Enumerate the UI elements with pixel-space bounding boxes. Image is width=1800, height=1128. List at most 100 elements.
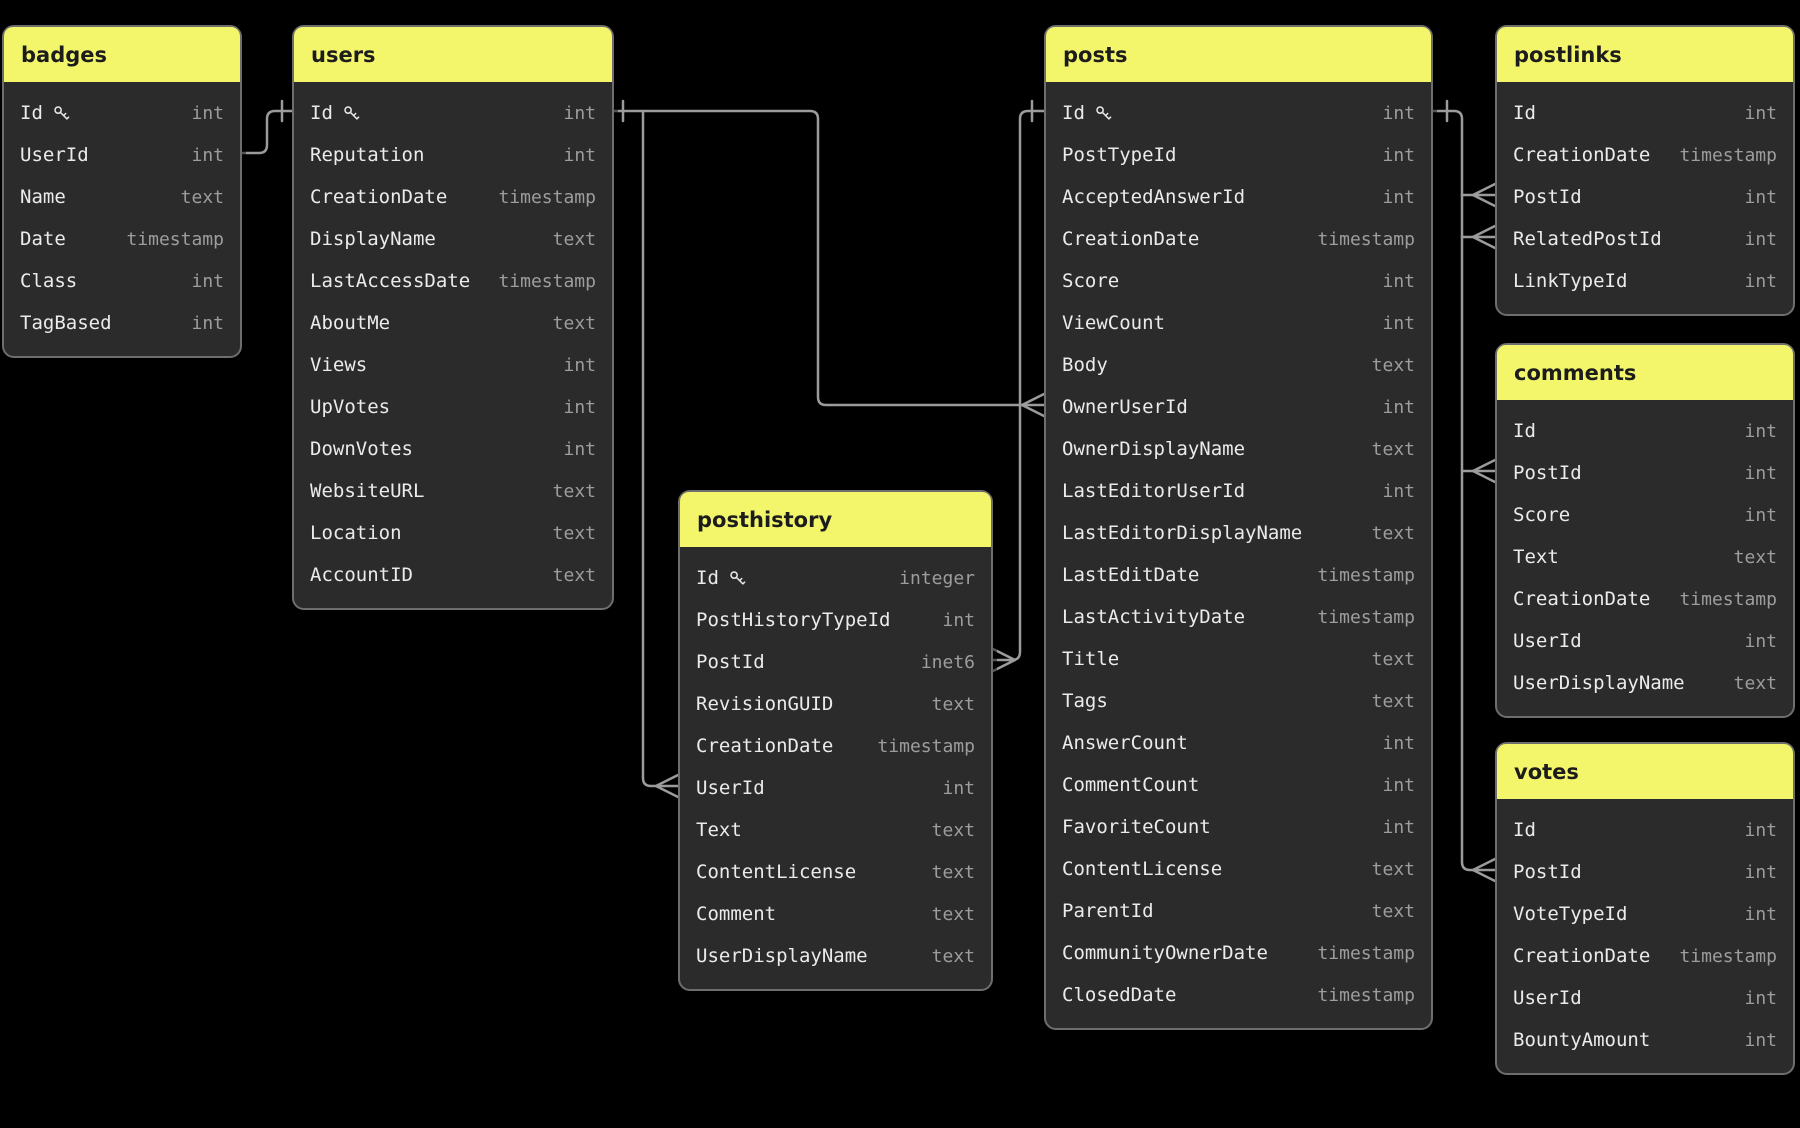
relationship-posts.Id-to-comments.PostId-many-marker[interactable] [1471,458,1497,484]
table-header-posthistory[interactable]: posthistory [680,492,991,547]
relationship-posts.Id-to-postlinks.RelatedPostId-many-marker[interactable] [1471,224,1497,250]
column-type: text [552,228,596,250]
table-header-comments[interactable]: comments [1497,345,1793,400]
relationship-posts.Id-to-postlinks.PostId-many-marker[interactable] [1471,182,1497,208]
relationship-posts.Id-to-votes.PostId[interactable] [1431,109,1497,872]
table-header-users[interactable]: users [294,27,612,82]
table-header-postlinks[interactable]: postlinks [1497,27,1793,82]
relationship-badges.UserId-to-users.Id[interactable] [240,109,294,155]
relationship-posts.Id-to-posthistory.PostId[interactable] [991,109,1046,662]
table-header-badges[interactable]: badges [4,27,240,82]
table-header-posts[interactable]: posts [1046,27,1431,82]
table-title: badges [21,42,108,67]
relationship-users.Id-to-posthistory.UserId-many-marker[interactable] [654,773,680,799]
relationship-users.Id-to-posthistory.UserId[interactable] [641,109,680,788]
relationship-posts.Id-to-posthistory.PostId-many-marker[interactable] [991,647,1017,673]
column-name: CreationDate [1513,945,1651,967]
relationship-users.Id-to-posts.OwnerUserId-many-marker[interactable] [1020,392,1046,418]
table-header-votes[interactable]: votes [1497,744,1793,799]
relationship-users.Id-to-posts.OwnerUserId[interactable] [612,109,1046,407]
column-name: LastActivityDate [1062,606,1246,628]
column-name: Body [1062,354,1108,376]
relationship-posts.Id-to-votes.PostId-many-marker[interactable] [1471,857,1497,883]
